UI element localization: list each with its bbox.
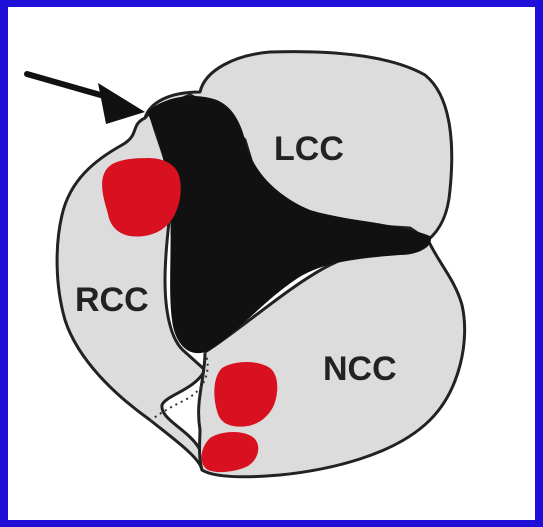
- arrow-icon: [27, 74, 145, 124]
- label-ncc: NCC: [323, 350, 397, 388]
- label-rcc: RCC: [75, 281, 149, 319]
- label-lcc: LCC: [274, 130, 344, 168]
- aortic-valve-diagram: LCC RCC NCC: [8, 7, 535, 520]
